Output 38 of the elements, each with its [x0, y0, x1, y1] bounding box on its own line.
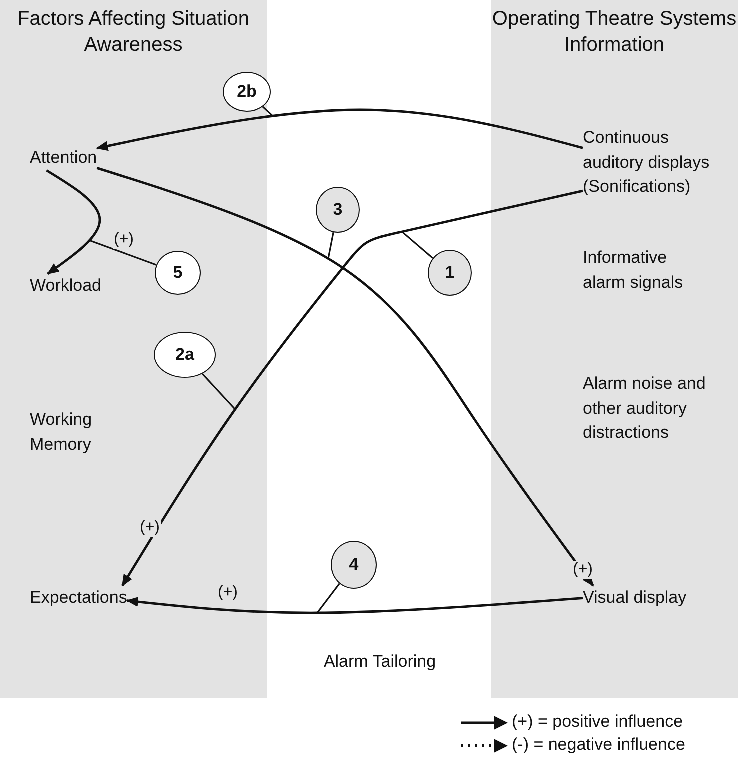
edge-label: (+): [217, 584, 239, 602]
arrow: [46, 170, 102, 275]
leader-line: [328, 232, 334, 259]
panel-heading: Factors Affecting Situation Awareness: [16, 7, 250, 58]
callout-bubble: [316, 187, 360, 233]
leader-line: [89, 240, 157, 266]
edge-label: (+): [139, 519, 161, 537]
system-label: Continuous auditory displays (Sonifications): [583, 126, 723, 200]
legend-text: (+) = positive influence: [512, 712, 684, 732]
panel: [491, 0, 738, 698]
callout-number: 4: [349, 555, 359, 575]
callout-number: 2a: [176, 345, 194, 365]
leader-line: [202, 373, 236, 410]
legend-text: (-) = negative influence: [512, 735, 686, 755]
system-label: Alarm noise and other auditory distractions: [583, 372, 723, 446]
band-label: Alarm Tailoring: [324, 652, 436, 672]
callout-bubble: [331, 541, 377, 589]
callout-number: 2b: [237, 82, 257, 102]
leader-line: [316, 583, 340, 614]
arrow: [126, 597, 584, 614]
leader-line: [402, 231, 434, 259]
leader-line: [262, 106, 274, 117]
factor-label: Working Memory: [30, 408, 120, 458]
factor-label: Expectations: [30, 586, 128, 611]
arrow: [96, 108, 584, 152]
callout-number: 5: [173, 263, 183, 283]
callout-bubble: [428, 250, 472, 296]
callout-bubble: [155, 251, 201, 295]
callout-number: 3: [333, 200, 343, 220]
system-label: Informative alarm signals: [583, 246, 703, 296]
system-label: Visual display: [583, 586, 687, 611]
callout-number: 1: [445, 263, 455, 283]
factor-label: Workload: [30, 274, 102, 299]
panel-heading: Operating Theatre Systems Information: [491, 7, 738, 58]
panel: [0, 0, 267, 698]
edge-label: (+): [113, 231, 135, 249]
edge-label: (+): [572, 561, 594, 579]
factor-label: Attention: [30, 146, 98, 171]
